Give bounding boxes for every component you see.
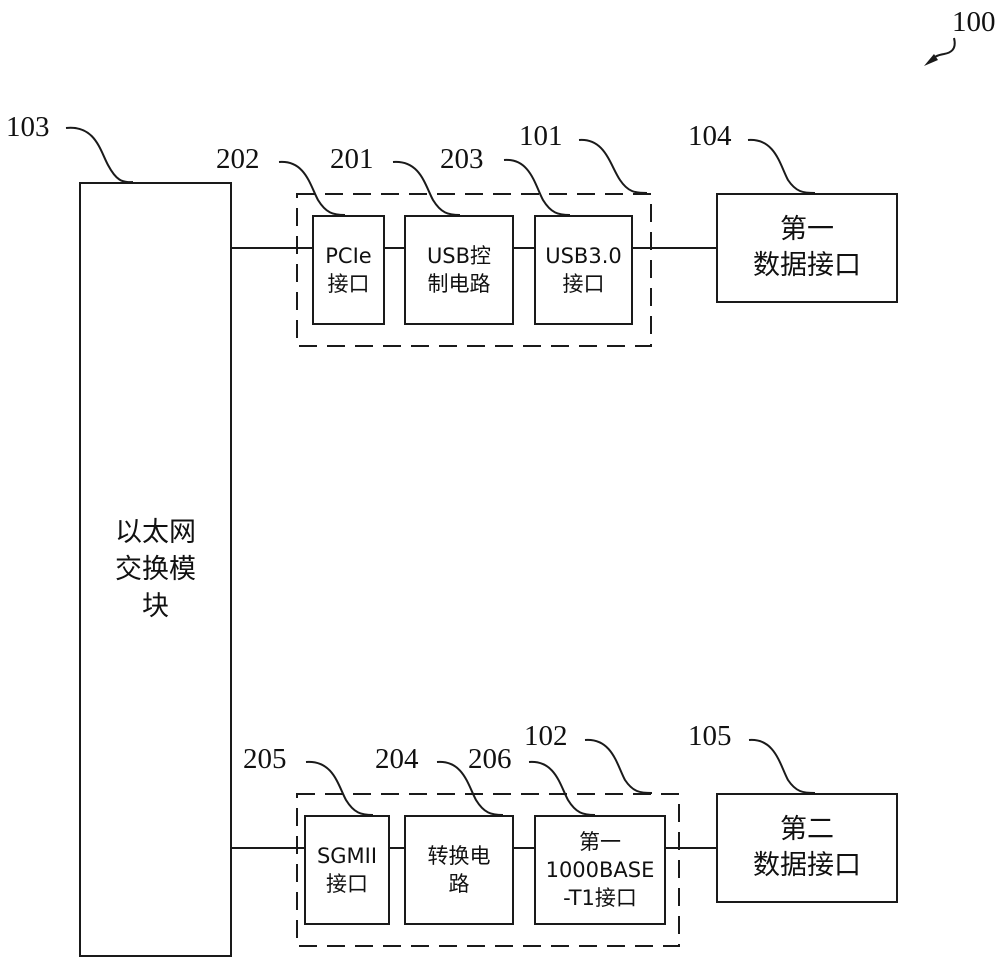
pcie-label: PCIe 接口 xyxy=(325,244,372,296)
usb-control-circuit: USB控 制电路 xyxy=(404,215,514,325)
ref-103: 103 xyxy=(6,111,50,143)
second-data-interface-label: 第二 数据接口 xyxy=(753,814,861,881)
ref-205: 205 xyxy=(243,743,287,775)
ref-203: 203 xyxy=(440,143,484,175)
ref-204: 204 xyxy=(375,743,419,775)
pcie-interface: PCIe 接口 xyxy=(312,215,385,325)
second-data-interface: 第二 数据接口 xyxy=(716,793,898,903)
leader-101 xyxy=(578,138,648,194)
leader-105 xyxy=(748,738,816,794)
ref-105: 105 xyxy=(688,720,732,752)
ethernet-switch-module: 以太网 交换模 块 xyxy=(79,182,232,957)
sgmii-label: SGMII 接口 xyxy=(316,844,378,896)
leader-203 xyxy=(503,158,571,216)
1000base-t1-label: 第一 1000BASE -T1接口 xyxy=(545,830,655,910)
ref-202: 202 xyxy=(216,143,260,175)
ref-201: 201 xyxy=(330,143,374,175)
module-101-frame xyxy=(296,193,652,347)
usb-control-label: USB控 制电路 xyxy=(426,244,492,296)
usb3-label: USB3.0 接口 xyxy=(545,244,622,296)
ref-104: 104 xyxy=(688,120,732,152)
first-data-interface-label: 第一 数据接口 xyxy=(753,214,861,281)
leader-103 xyxy=(65,126,134,184)
leader-205 xyxy=(305,760,374,816)
ref-102: 102 xyxy=(524,720,568,752)
ref-100: 100 xyxy=(952,6,996,38)
usb3-interface: USB3.0 接口 xyxy=(534,215,633,325)
module-102-frame xyxy=(296,793,680,947)
leader-102 xyxy=(584,738,653,794)
sgmii-interface: SGMII 接口 xyxy=(304,815,390,925)
ref-101: 101 xyxy=(519,120,563,152)
conversion-label: 转换电 路 xyxy=(427,844,491,896)
leader-104 xyxy=(747,138,816,194)
1000base-t1-interface: 第一 1000BASE -T1接口 xyxy=(534,815,666,925)
conversion-circuit: 转换电 路 xyxy=(404,815,514,925)
leader-206 xyxy=(528,760,596,816)
arrow-head-100 xyxy=(924,54,938,66)
leader-201 xyxy=(392,160,461,216)
ref-206: 206 xyxy=(468,743,512,775)
ethernet-switch-label: 以太网 交换模 块 xyxy=(115,517,196,622)
leader-204 xyxy=(436,760,504,816)
leader-202 xyxy=(278,160,346,216)
first-data-interface: 第一 数据接口 xyxy=(716,193,898,303)
